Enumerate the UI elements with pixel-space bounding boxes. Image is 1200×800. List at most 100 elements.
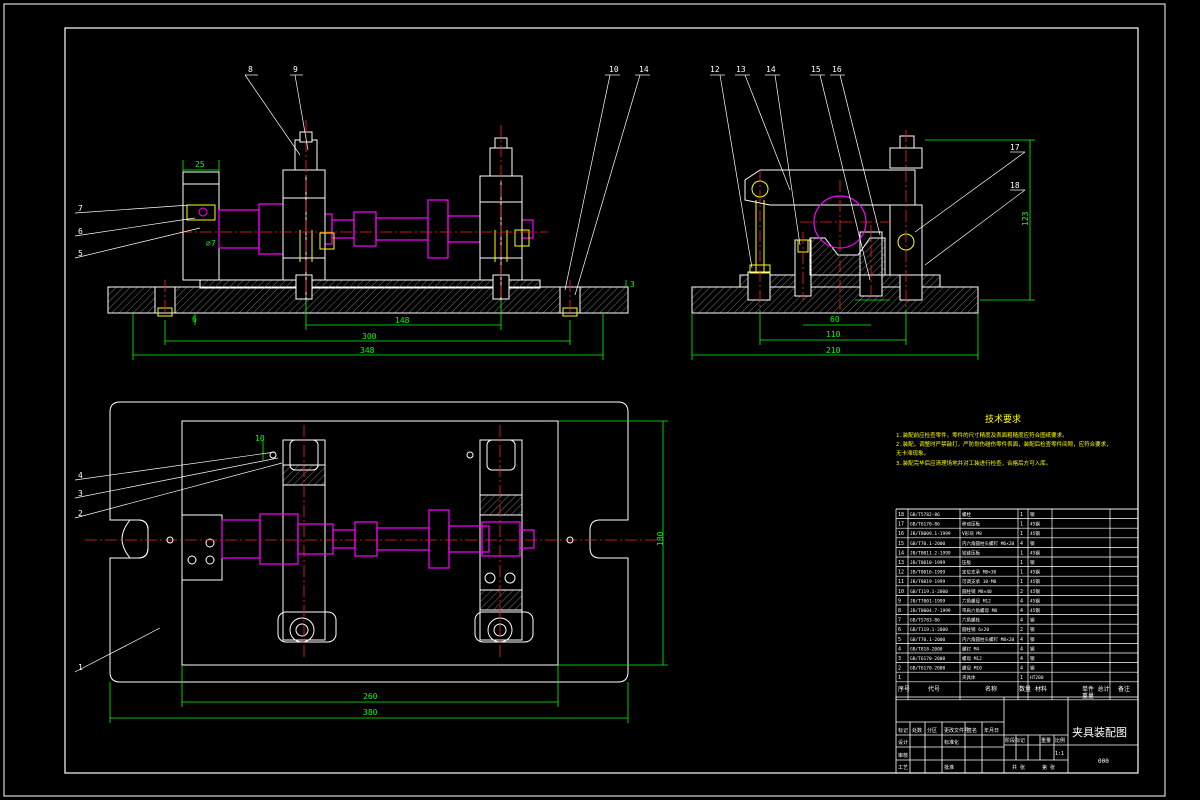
title-block bbox=[895, 696, 1139, 774]
top-view: 380 260 180 10 4 3 2 1 bbox=[74, 401, 668, 723]
bom-row-code: GB/T70.1-2000 bbox=[910, 541, 946, 547]
bom-row-name: 压板 bbox=[962, 559, 971, 566]
balloon-9: 9 bbox=[293, 65, 298, 74]
balloon-14b: 14 bbox=[766, 65, 776, 74]
bom-row-material: 钢 bbox=[1030, 617, 1035, 624]
tb-review: 审核 bbox=[898, 752, 908, 759]
front-dim-h: 3 bbox=[630, 280, 635, 289]
bom-row-no: 18 bbox=[898, 512, 904, 518]
front-dim-overall: 348 bbox=[360, 346, 375, 355]
bom-row-material: 45钢 bbox=[1030, 607, 1040, 614]
balloon-14a: 14 bbox=[639, 65, 649, 74]
bom-row-name: 定位支承 M8×30 bbox=[962, 569, 997, 576]
balloon-3: 3 bbox=[78, 489, 83, 498]
bom-row-code: JB/T8009.1-1999 bbox=[910, 531, 951, 537]
bom-header-cell: 备注 bbox=[1118, 685, 1130, 693]
bom-row-qty: 1 bbox=[1020, 522, 1023, 528]
bom-row-code: GB/T6170-2000 bbox=[910, 666, 946, 672]
front-dim-span: 300 bbox=[362, 332, 377, 341]
tb-stage: 阶段标记 bbox=[1005, 737, 1025, 744]
tech-req-title: 技术要求 bbox=[985, 413, 1021, 425]
bom-header-cell: 单件 总计 bbox=[1082, 685, 1110, 693]
bom-row-material: 45钢 bbox=[1030, 597, 1040, 604]
front-dim-thick: 25 bbox=[195, 160, 205, 169]
bom-row-material: 钢 bbox=[1030, 540, 1035, 547]
bom-row-name: 螺母 M10 bbox=[962, 665, 982, 672]
balloon-5: 5 bbox=[78, 249, 83, 258]
balloon-16: 16 bbox=[832, 65, 842, 74]
balloon-10: 10 bbox=[609, 65, 619, 74]
balloon-7: 7 bbox=[78, 204, 83, 213]
bom-row-name: 圆柱销 6×20 bbox=[962, 626, 989, 633]
side-dim-inner: 110 bbox=[826, 330, 841, 339]
bom-row-qty: 1 bbox=[1020, 512, 1023, 518]
bom-row-material: 45钢 bbox=[1030, 578, 1040, 585]
balloon-13: 13 bbox=[736, 65, 746, 74]
bom-row-code: GB/T5783-86 bbox=[910, 618, 940, 624]
bom-row-qty: 4 bbox=[1020, 656, 1023, 662]
bom-row-qty: 2 bbox=[1020, 627, 1023, 633]
bom-header-cell: 材料 bbox=[1035, 685, 1047, 693]
bom-row-code: JB/T7001-1999 bbox=[910, 598, 946, 604]
bom-row-code: JB/T8016-1999 bbox=[910, 570, 946, 576]
bom-row-no: 12 bbox=[898, 570, 904, 576]
bom-row-qty: 4 bbox=[1020, 637, 1023, 643]
technical-requirements: 技术要求 1.装配前应检查零件，零件的尺寸精度及表面粗糙度应符合图纸要求。 2.… bbox=[896, 413, 1112, 467]
bom-row-qty: 4 bbox=[1020, 618, 1023, 624]
bom-row-name: 移动压板 bbox=[962, 521, 980, 528]
tb-sheet-no: 第 张 bbox=[1042, 764, 1055, 771]
tb-mark: 标记 bbox=[898, 727, 908, 734]
bom-row-no: 11 bbox=[898, 579, 904, 585]
bom-row-qty: 4 bbox=[1020, 666, 1023, 672]
top-dim-small: 10 bbox=[255, 434, 265, 443]
bom-row-no: 2 bbox=[898, 666, 901, 672]
bom-row-no: 6 bbox=[898, 627, 901, 633]
balloon-6: 6 bbox=[78, 227, 83, 236]
bom-row-code: JB/T8004.7-1999 bbox=[910, 608, 951, 614]
bom-row-material: 钢 bbox=[1030, 511, 1035, 518]
bom-row-name: 六角螺栓 bbox=[962, 617, 980, 624]
top-dim-height: 180 bbox=[656, 531, 665, 546]
front-dim-d: 6 bbox=[192, 315, 197, 324]
bom-row-no: 13 bbox=[898, 560, 904, 566]
bom-header-cell: 代号 bbox=[928, 685, 940, 693]
tb-change-doc: 更改文件号 bbox=[944, 727, 969, 734]
front-view: 348 300 148 25 3 6 ∅7 8 9 10 14 7 6 5 bbox=[74, 65, 650, 360]
tb-scale: 比例 bbox=[1055, 737, 1065, 744]
bom-row-qty: 4 bbox=[1020, 541, 1023, 547]
tb-sheets-total: 共 张 bbox=[1012, 764, 1025, 771]
tb-standard: 标准化 bbox=[944, 739, 959, 746]
drawing-title: 夹具装配图 bbox=[1072, 726, 1127, 739]
side-view: 210 110 60 123 12 13 14 15 16 17 18 bbox=[691, 65, 1035, 360]
bom-row-qty: 1 bbox=[1020, 560, 1023, 566]
bom-row-name: 带肩六角螺母 M8 bbox=[962, 607, 997, 614]
bom-row-material: 钢 bbox=[1030, 559, 1035, 566]
bom-row-name: 夹具体 bbox=[962, 674, 976, 681]
tech-req-line-4: 3.装配完毕后应清理场地并对工装进行检查，合格后方可入库。 bbox=[896, 459, 1051, 467]
bom-header-cell: 名称 bbox=[985, 685, 997, 693]
bom-row-material: 45钢 bbox=[1030, 569, 1040, 576]
bom-row-name: 铰链压板 bbox=[962, 549, 980, 556]
balloon-12: 12 bbox=[710, 65, 720, 74]
bom-row-no: 16 bbox=[898, 531, 904, 537]
top-dim-overall: 380 bbox=[363, 708, 378, 717]
bom-row-qty: 4 bbox=[1020, 608, 1023, 614]
bom-row-material: 45钢 bbox=[1030, 588, 1040, 595]
bom-row-material: 45钢 bbox=[1030, 521, 1040, 528]
tech-req-line-2: 2.装配，调整时严禁敲打，严防划伤碰伤零件表面，装配后检查零件间隙，应符合要求， bbox=[896, 440, 1112, 448]
bom-row-material: 钢 bbox=[1030, 636, 1035, 643]
bom-row-qty: 2 bbox=[1020, 589, 1023, 595]
outer-sheet-border bbox=[3, 3, 1166, 797]
tb-count: 处数 bbox=[912, 727, 922, 734]
bom-row-code: GB/T6170-86 bbox=[910, 522, 940, 528]
bom-row-no: 17 bbox=[898, 522, 904, 528]
side-dim-overall: 210 bbox=[826, 346, 841, 355]
bom-row-name: 可调支承 10-M8 bbox=[962, 578, 997, 585]
bom-row-material: 钢 bbox=[1030, 645, 1035, 652]
bom-row-code: JB/T8011.2-1999 bbox=[910, 550, 951, 556]
bom-row-qty: 1 bbox=[1020, 550, 1023, 556]
tb-scale-value: 1:1 bbox=[1055, 751, 1064, 757]
bom-row-qty: 4 bbox=[1020, 598, 1023, 604]
bom-row-qty: 4 bbox=[1020, 646, 1023, 652]
bom-row-qty: 1 bbox=[1020, 570, 1023, 576]
